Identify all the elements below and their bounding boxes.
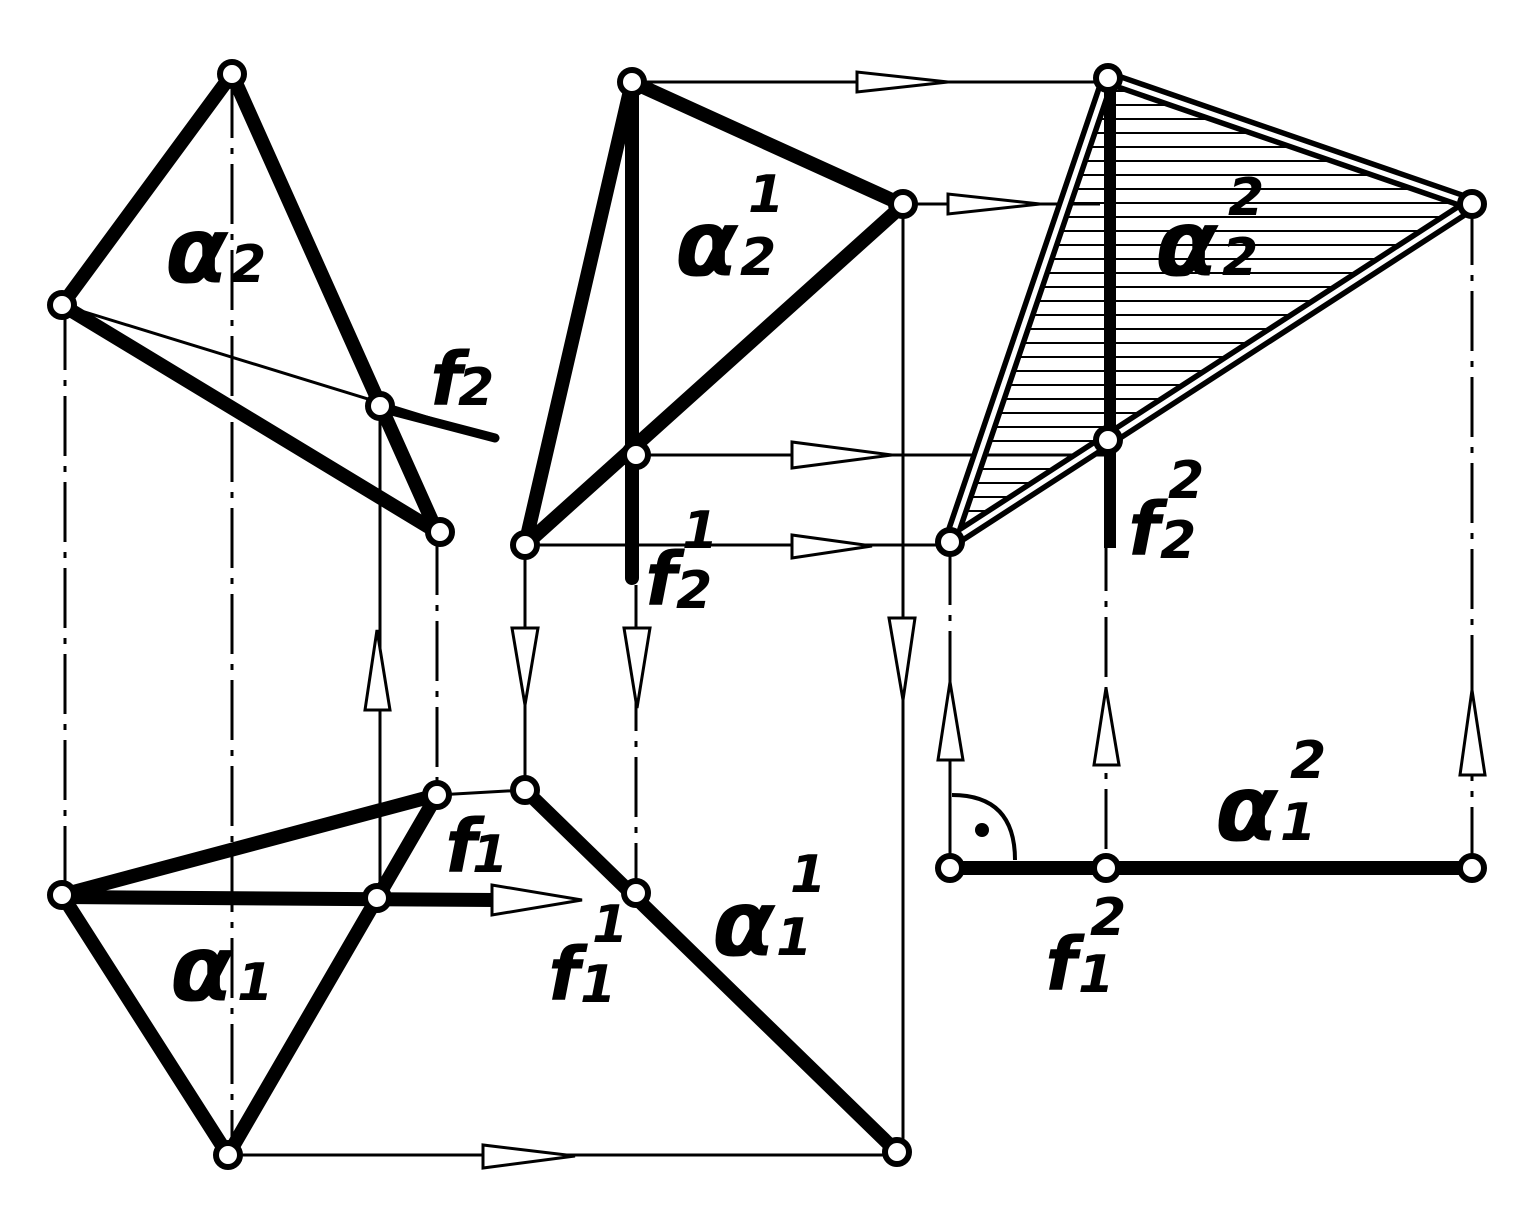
label-alpha2-1-sub: 2 (740, 228, 776, 288)
alpha1-1-line (518, 783, 904, 1159)
label-alpha2-2-base: α (1155, 190, 1219, 297)
arrows (363, 70, 1487, 1170)
label-alpha1-1-sub: 1 (776, 908, 812, 968)
triangle-alpha1 (55, 788, 444, 1162)
label-f2: f 2 (430, 337, 494, 423)
label-alpha1-2-sup: 2 (1290, 731, 1326, 791)
label-f1-2-sup: 2 (1090, 888, 1126, 948)
label-alpha1: α 1 (170, 915, 273, 1022)
label-f1: f 1 (445, 804, 508, 890)
label-f1-1-sub: 1 (580, 955, 616, 1015)
point (425, 517, 455, 547)
label-f2-2-sub: 2 (1160, 511, 1196, 571)
point (935, 527, 965, 557)
label-f1-1-sup: 1 (592, 895, 628, 955)
arrow-right-icon (790, 533, 873, 560)
label-f2-1-sub: 2 (676, 561, 712, 621)
right-angle-dot-icon (951, 793, 1017, 861)
label-alpha1-base: α (170, 915, 234, 1022)
arrow-up-icon (1458, 689, 1487, 777)
arrow-right-icon (490, 883, 583, 917)
triangle-alpha2-2-fill (950, 78, 1472, 542)
points (47, 59, 1487, 1170)
arrow-up-icon (936, 681, 965, 762)
point (47, 880, 77, 910)
label-alpha1-1: α 1 1 (712, 845, 826, 977)
point (422, 780, 452, 810)
label-f1-2-sub: 1 (1078, 945, 1114, 1005)
label-alpha2: α 2 (165, 197, 266, 304)
point (1457, 189, 1487, 219)
right-angle-arc (951, 793, 1017, 861)
thick-lines (55, 67, 1479, 1162)
label-alpha2-sub: 2 (230, 235, 266, 295)
label-alpha2-1: α 2 1 (675, 165, 784, 297)
arrow-up-icon (363, 629, 392, 712)
point (1093, 63, 1123, 93)
right-angle-dot (975, 823, 989, 837)
label-alpha2-2: α 2 2 (1155, 168, 1264, 297)
label-alpha1-1-base: α (712, 870, 776, 977)
label-f2-2-sup: 2 (1168, 451, 1204, 511)
arrow-down-icon (887, 616, 917, 701)
label-alpha1-2-base: α (1215, 755, 1279, 862)
point (362, 883, 392, 913)
point (1093, 425, 1123, 455)
point (888, 189, 918, 219)
point (617, 67, 647, 97)
label-alpha1-1-sup: 1 (790, 845, 826, 905)
label-f1-2: f 1 2 (1045, 888, 1126, 1008)
arrow-right-icon (481, 1143, 576, 1170)
label-f2-sub: 2 (458, 358, 494, 418)
label-alpha2-1-sup: 1 (748, 165, 784, 225)
label-alpha1-2: α 1 2 (1215, 731, 1326, 862)
label-alpha2-base: α (165, 197, 229, 304)
f1-horizontal (55, 890, 502, 907)
label-alpha2-2-sub: 2 (1222, 228, 1258, 288)
arrow-down-icon (622, 626, 652, 709)
point (935, 853, 965, 883)
point (882, 1137, 912, 1167)
triangle-alpha2 (55, 67, 444, 539)
label-alpha1-2-sub: 1 (1280, 793, 1316, 853)
point (621, 440, 651, 470)
label-f1-sub: 1 (472, 825, 508, 885)
arrow-right-icon (790, 440, 893, 470)
arrow-up-icon (1092, 687, 1121, 767)
triangle-alpha2-2-outline-inner (947, 75, 1475, 545)
point (1091, 853, 1121, 883)
label-alpha1-sub: 1 (237, 953, 273, 1013)
f2-thick-line (375, 403, 500, 443)
arrow-right-icon (855, 70, 949, 94)
label-alpha2-2-sup: 2 (1228, 168, 1264, 228)
point (365, 391, 395, 421)
triangle-alpha2-1 (518, 75, 910, 552)
point (47, 290, 77, 320)
label-f2-1: f 2 1 (645, 501, 718, 623)
point (510, 530, 540, 560)
point (510, 775, 540, 805)
label-f1-1: f 1 1 (548, 895, 628, 1018)
point (621, 878, 651, 908)
point (1457, 853, 1487, 883)
point (217, 59, 247, 89)
label-alpha2-1-base: α (675, 190, 739, 297)
point (213, 1140, 243, 1170)
label-f2-1-sup: 1 (682, 501, 718, 561)
triangle-alpha2-2 (942, 70, 1480, 550)
label-f2-2: f 2 2 (1128, 451, 1204, 573)
arrow-right-icon (946, 192, 1041, 216)
arrow-down-icon (510, 626, 540, 706)
